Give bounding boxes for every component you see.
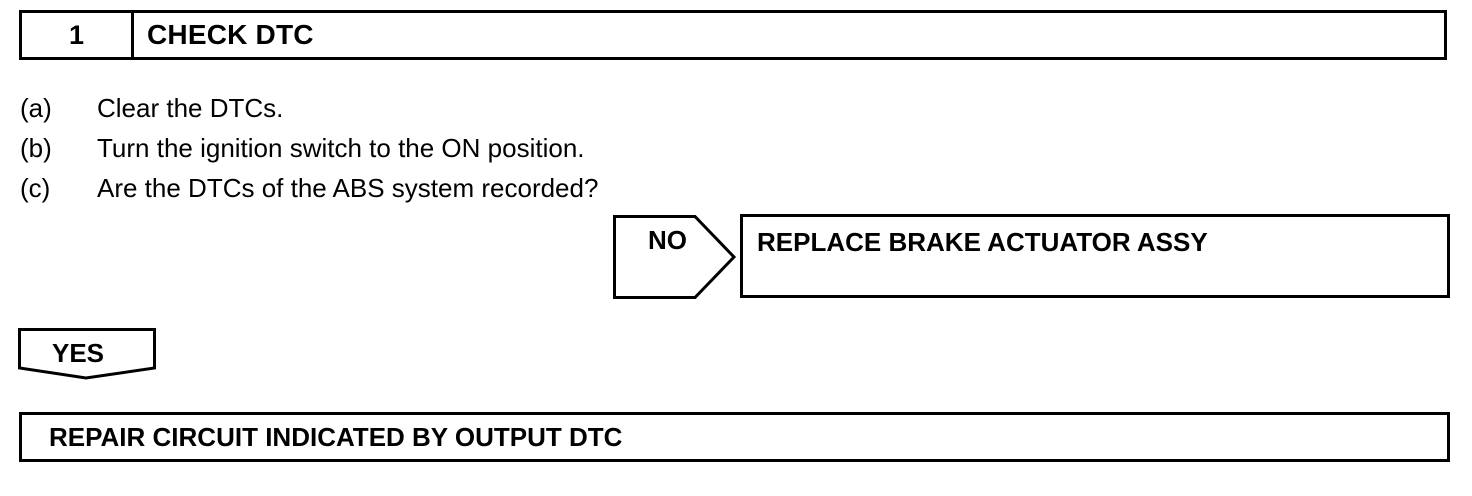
right-arrow-tag-shape	[613, 215, 737, 299]
instruction-item: (b) Turn the ignition switch to the ON p…	[20, 128, 920, 168]
instruction-letter: (c)	[20, 172, 51, 203]
instruction-item: (c) Are the DTCs of the ABS system recor…	[20, 168, 920, 208]
down-arrow-tag-shape	[18, 328, 156, 380]
instruction-text: Turn the ignition switch to the ON posit…	[97, 132, 585, 163]
instruction-list: (a) Clear the DTCs. (b) Turn the ignitio…	[20, 88, 920, 208]
yes-result-box: REPAIR CIRCUIT INDICATED BY OUTPUT DTC	[19, 412, 1450, 462]
yes-branch-tag: YES	[18, 328, 156, 380]
step-number: 1	[22, 13, 134, 57]
yes-branch-label: YES	[52, 338, 105, 368]
yes-result-text: REPAIR CIRCUIT INDICATED BY OUTPUT DTC	[49, 421, 623, 452]
step-title: CHECK DTC	[147, 19, 314, 50]
instruction-letter: (a)	[20, 92, 52, 123]
no-branch-tag: NO	[613, 215, 737, 299]
instruction-letter: (b)	[20, 132, 52, 163]
no-result-text: REPLACE BRAKE ACTUATOR ASSY	[757, 227, 1208, 257]
instruction-text: Clear the DTCs.	[97, 92, 284, 123]
instruction-text: Are the DTCs of the ABS system recorded?	[97, 172, 599, 203]
no-result-box: REPLACE BRAKE ACTUATOR ASSY	[740, 214, 1450, 298]
no-branch-label: NO	[648, 225, 687, 255]
instruction-item: (a) Clear the DTCs.	[20, 88, 920, 128]
step-header: 1 CHECK DTC	[19, 10, 1447, 60]
